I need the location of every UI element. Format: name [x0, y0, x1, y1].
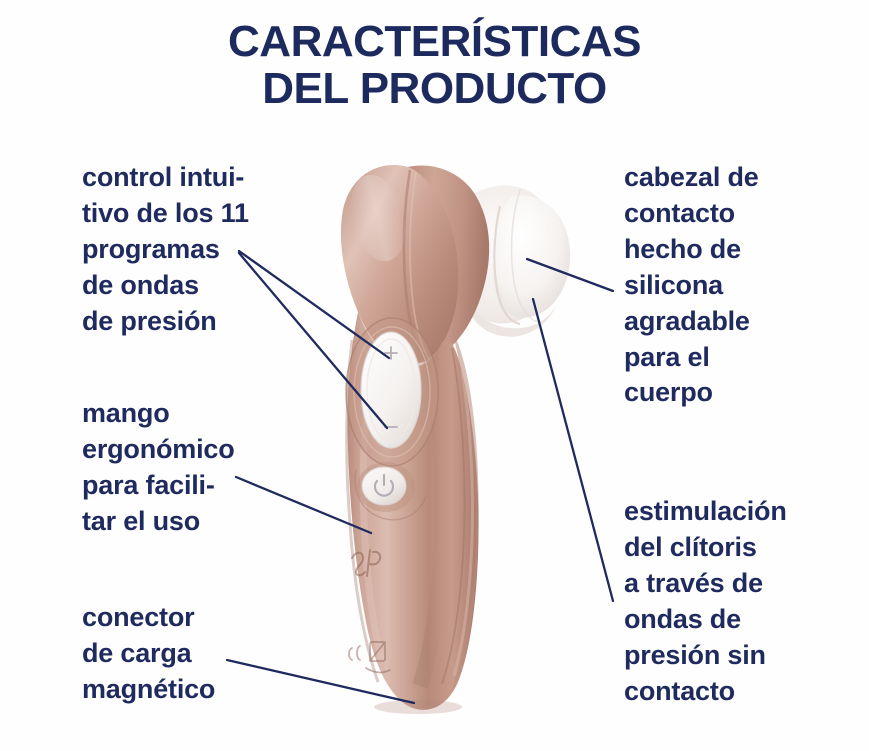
callout-control-label: control intui- tivo de los 11 programas …: [82, 162, 249, 336]
brand-logo-mark: [351, 549, 382, 577]
callout-cabezal-label: cabezal de contacto hecho de silicona ag…: [624, 162, 759, 408]
intensity-rocker-button[interactable]: [360, 331, 422, 449]
product-head: [340, 165, 490, 365]
callout-mango-label: mango ergonómico para facili- tar el uso: [82, 398, 235, 536]
callout-estimulacion-label: estimulación del clítoris a través de on…: [624, 496, 787, 706]
ce-waste-icons: [348, 641, 391, 674]
power-icon: [374, 473, 394, 497]
leader-cabezal: [525, 257, 615, 293]
callout-conector-label: conector de carga magnético: [82, 602, 216, 704]
leader-estimulacion: [531, 297, 615, 603]
leader-conector: [225, 658, 416, 705]
leader-control-b: [237, 251, 389, 430]
base-shadow: [374, 700, 462, 714]
power-button[interactable]: [354, 462, 427, 521]
leader-mango: [234, 475, 373, 535]
leader-lines: [225, 249, 615, 705]
leader-control-a: [237, 249, 391, 360]
plus-icon: [384, 346, 398, 360]
page-title: CARACTERÍSTICAS DEL PRODUCTO: [228, 17, 641, 114]
